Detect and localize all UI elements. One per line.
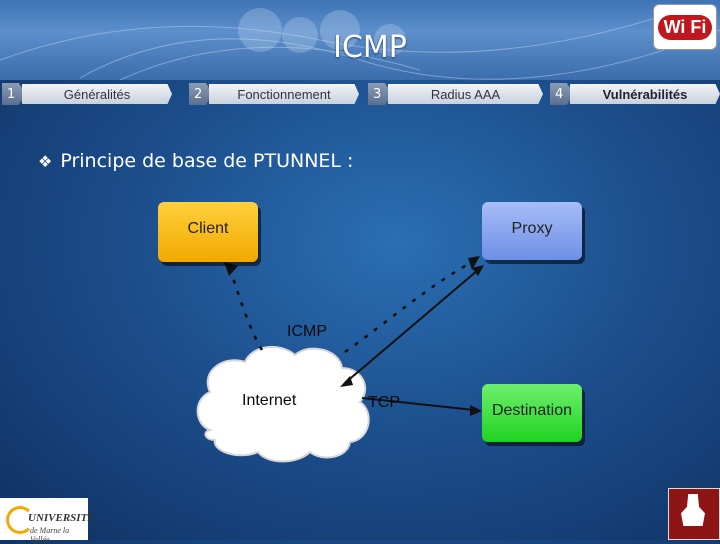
header-banner: ICMP	[0, 0, 720, 80]
nav-label-radius: Radius AAA	[388, 84, 543, 104]
bullet-point: ❖ Principe de base de PTUNNEL :	[38, 150, 353, 172]
proxy-node: Proxy	[482, 202, 582, 260]
internet-destination-arrow	[361, 397, 482, 416]
nav-label-vulnerabilites: Vulnérabilités	[570, 84, 720, 104]
section-nav: 1 Généralités 2 Fonctionnement 3 Radius …	[0, 83, 720, 105]
university-swirl-icon	[6, 506, 34, 534]
nav-item-4[interactable]: 4 Vulnérabilités	[550, 83, 720, 105]
slide-title: ICMP	[333, 30, 407, 65]
nav-number-1: 1	[2, 83, 26, 105]
banner-decoration	[0, 8, 720, 80]
client-node: Client	[158, 202, 258, 262]
tcp-label: TCP	[368, 394, 400, 411]
nav-item-3[interactable]: 3 Radius AAA	[368, 83, 543, 105]
bullet-text: Principe de base de PTUNNEL :	[60, 150, 354, 172]
destination-node: Destination	[482, 384, 582, 442]
nav-item-2[interactable]: 2 Fonctionnement	[189, 83, 359, 105]
lab-logo	[668, 488, 720, 540]
icmp-dotted-path-client	[224, 262, 264, 351]
nav-number-3: 3	[368, 83, 392, 105]
internet-cloud	[196, 345, 370, 463]
university-logo: UNIVERSITE de Marne la Vallée	[0, 498, 95, 544]
university-subtitle: de Marne la Vallée	[30, 526, 70, 544]
nav-number-2: 2	[189, 83, 213, 105]
nav-label-fonctionnement: Fonctionnement	[209, 84, 359, 104]
wifi-logo: Wi Fi	[653, 4, 717, 50]
proxy-internet-arrow	[340, 265, 484, 387]
university-name: UNIVERSITE	[28, 512, 95, 524]
wifi-logo-text: Wi Fi	[657, 14, 713, 40]
nav-label-generalites: Généralités	[22, 84, 172, 104]
icmp-dotted-path-proxy	[344, 256, 480, 354]
icmp-label: ICMP	[287, 323, 327, 340]
nav-item-1[interactable]: 1 Généralités	[2, 83, 172, 105]
nav-number-4: 4	[550, 83, 574, 105]
internet-label: Internet	[242, 392, 297, 409]
diamond-bullet-icon: ❖	[38, 151, 53, 171]
lab-figure-icon	[681, 494, 705, 526]
